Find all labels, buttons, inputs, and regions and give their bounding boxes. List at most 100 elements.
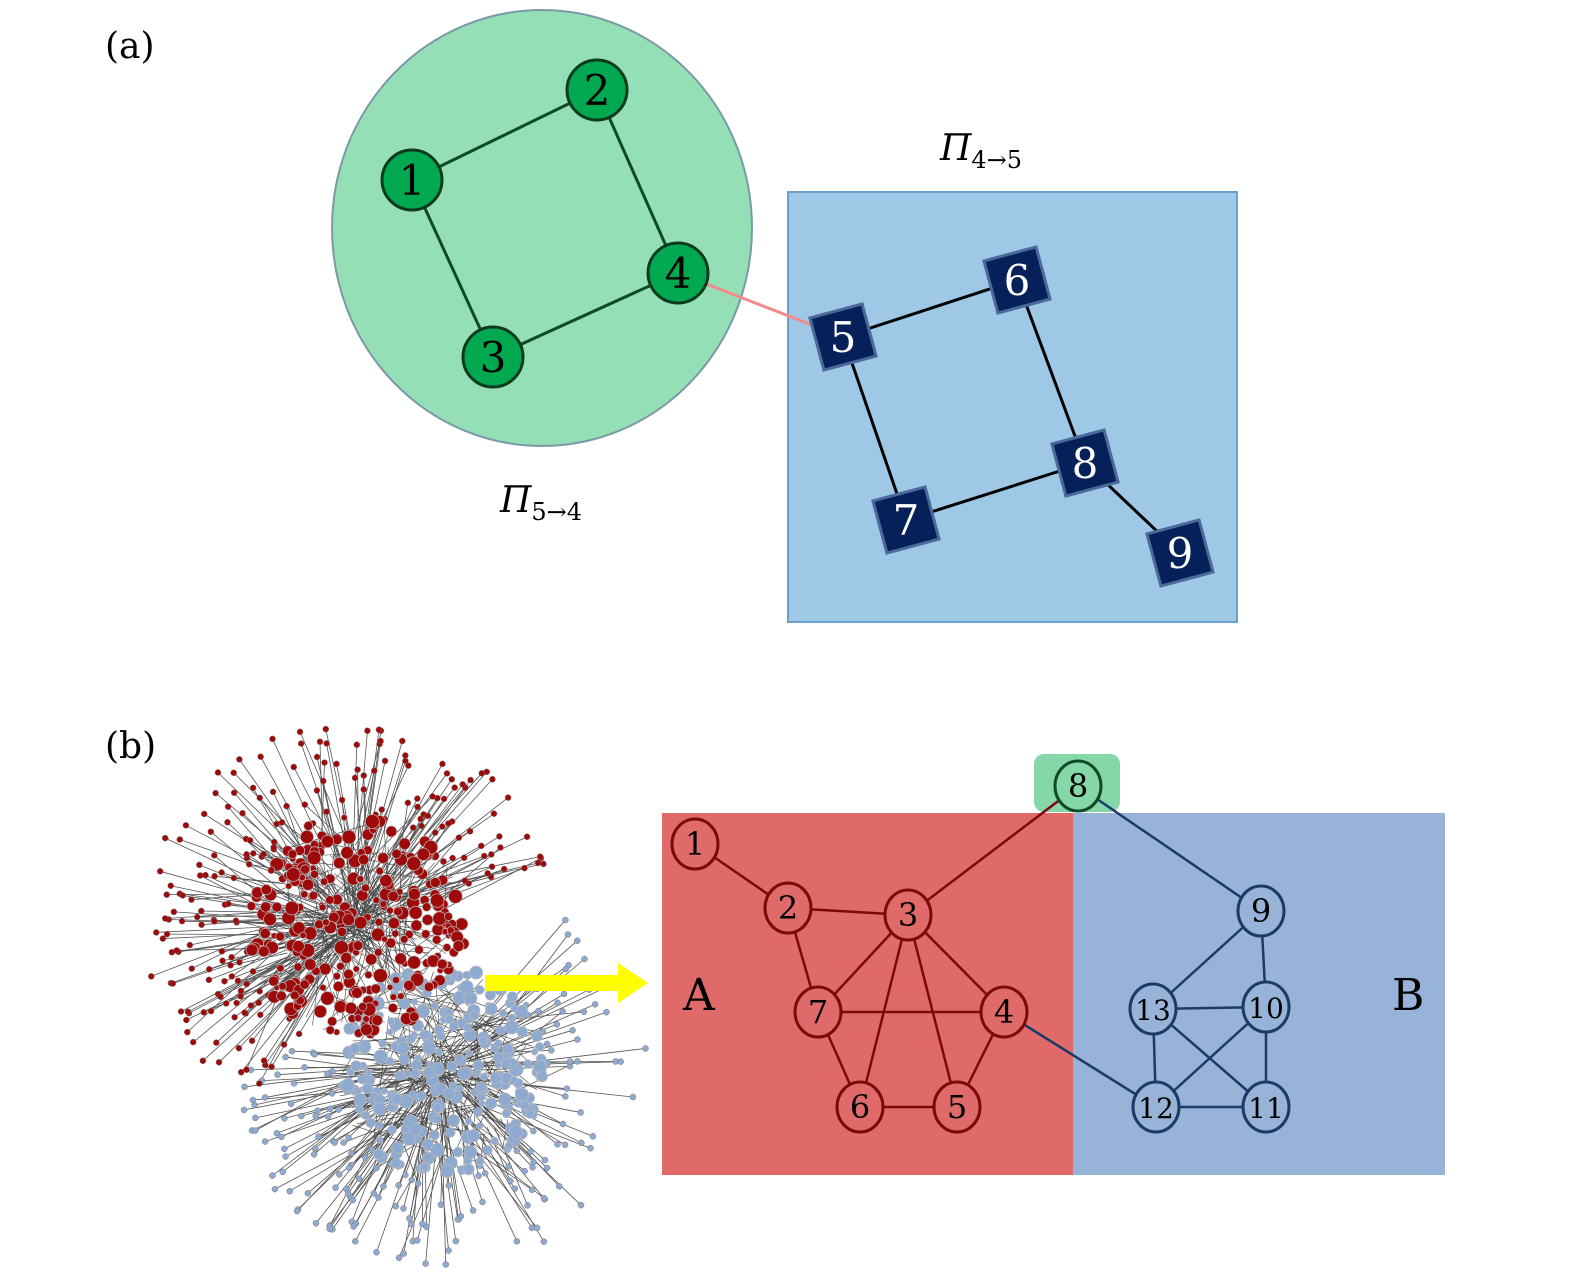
hairball-edge xyxy=(348,1114,395,1169)
hairball-node xyxy=(485,1097,497,1110)
hairball-edge xyxy=(369,876,379,885)
hairball-node xyxy=(375,1194,382,1201)
hairball-node xyxy=(249,784,257,792)
region-a-label: A xyxy=(682,970,716,1021)
hairball-node xyxy=(386,983,394,991)
hairball-node xyxy=(311,1051,318,1058)
hairball-node xyxy=(540,1194,548,1202)
hairball-node xyxy=(284,900,300,916)
hairball-node xyxy=(387,890,399,902)
hairball-node xyxy=(296,728,304,736)
svg-text:4: 4 xyxy=(994,993,1014,1031)
hairball-edge xyxy=(282,1104,367,1173)
hairball-node xyxy=(260,850,267,858)
hairball-node xyxy=(325,895,335,905)
hairball-node xyxy=(156,868,164,875)
hairball-node xyxy=(314,1107,321,1114)
hairball-node xyxy=(292,940,305,953)
hairball-edge xyxy=(373,1015,390,1139)
hairball-node xyxy=(228,973,236,980)
hairball-node xyxy=(350,1060,362,1072)
hairball-node xyxy=(278,1133,285,1141)
hairball-node xyxy=(320,834,335,849)
hairball-node xyxy=(381,935,388,943)
hairball-node xyxy=(318,903,327,912)
hairball-node xyxy=(527,1148,534,1155)
hairball-node xyxy=(377,852,389,864)
hairball-node xyxy=(179,892,186,899)
hairball-node xyxy=(448,1021,459,1032)
hairball-node xyxy=(353,1086,362,1095)
hairball-node xyxy=(521,1167,528,1175)
hairball-node xyxy=(482,1145,493,1156)
hairball-node xyxy=(273,1129,281,1137)
hairball-node xyxy=(224,819,231,826)
hairball-node xyxy=(290,763,298,771)
hairball-node xyxy=(439,857,448,866)
hairball-node xyxy=(279,1168,286,1176)
hairball-node xyxy=(182,822,190,829)
hairball-node xyxy=(448,775,456,783)
hairball-node xyxy=(394,1070,405,1081)
hairball-node xyxy=(432,1102,443,1113)
hairball-node xyxy=(414,944,424,955)
hairball-node xyxy=(521,864,528,872)
hairball-node xyxy=(346,1164,353,1172)
hairball-node xyxy=(420,1162,430,1172)
hairball-node xyxy=(196,872,204,879)
hairball-edge xyxy=(455,1109,533,1229)
hairball-edge xyxy=(180,945,310,1012)
hairball-node xyxy=(362,1015,370,1023)
hairball-node xyxy=(380,1087,388,1095)
node-1: 1 xyxy=(380,148,444,212)
hairball-node xyxy=(325,1025,335,1035)
hairball-node xyxy=(480,852,488,860)
hairball-node xyxy=(161,834,169,842)
hairball-node xyxy=(361,883,370,893)
hairball-node xyxy=(212,789,219,797)
hairball-node xyxy=(475,1081,488,1093)
hairball-node xyxy=(365,953,378,966)
hairball-node xyxy=(419,1029,431,1041)
hairball-node xyxy=(213,1039,220,1046)
hairball-node xyxy=(564,931,572,938)
hairball-node xyxy=(424,812,432,820)
hairball-node xyxy=(353,915,368,930)
hairball-node xyxy=(217,993,224,1000)
hairball-node xyxy=(381,757,389,765)
hairball-node xyxy=(385,937,397,949)
hairball-edge xyxy=(246,955,292,985)
hairball-node xyxy=(507,1177,514,1185)
hairball-node xyxy=(399,935,409,944)
hairball-node xyxy=(313,1004,328,1019)
hairball-node xyxy=(405,1033,416,1044)
hairball-node xyxy=(252,1114,259,1122)
hairball-edge xyxy=(447,1076,546,1161)
hairball-node xyxy=(256,1080,263,1087)
hairball-node xyxy=(448,889,463,904)
hairball-node xyxy=(322,725,330,733)
hairball-node xyxy=(323,808,330,815)
hairball-node xyxy=(404,799,412,807)
hairball-node xyxy=(256,988,263,995)
hairball-node xyxy=(435,1048,443,1057)
hairball-node xyxy=(236,959,243,966)
hairball-node xyxy=(373,968,388,983)
hairball-node xyxy=(446,926,455,935)
hairball-node xyxy=(200,810,208,818)
hairball-node xyxy=(300,890,309,899)
hairball-edge xyxy=(447,1061,451,1154)
hairball-node xyxy=(278,982,287,991)
edge-1-3 xyxy=(410,179,495,358)
hairball-node xyxy=(469,1010,480,1021)
hairball-node xyxy=(443,770,451,777)
hairball-node xyxy=(352,965,360,973)
svg-text:5: 5 xyxy=(830,313,857,362)
hairball-node xyxy=(218,948,226,955)
hairball-node xyxy=(373,1049,389,1065)
hairball-node xyxy=(231,1014,238,1021)
hairball-node xyxy=(439,760,446,768)
hairball-node xyxy=(389,993,398,1001)
hairball-node xyxy=(444,1014,455,1024)
hairball-node xyxy=(397,992,405,1000)
